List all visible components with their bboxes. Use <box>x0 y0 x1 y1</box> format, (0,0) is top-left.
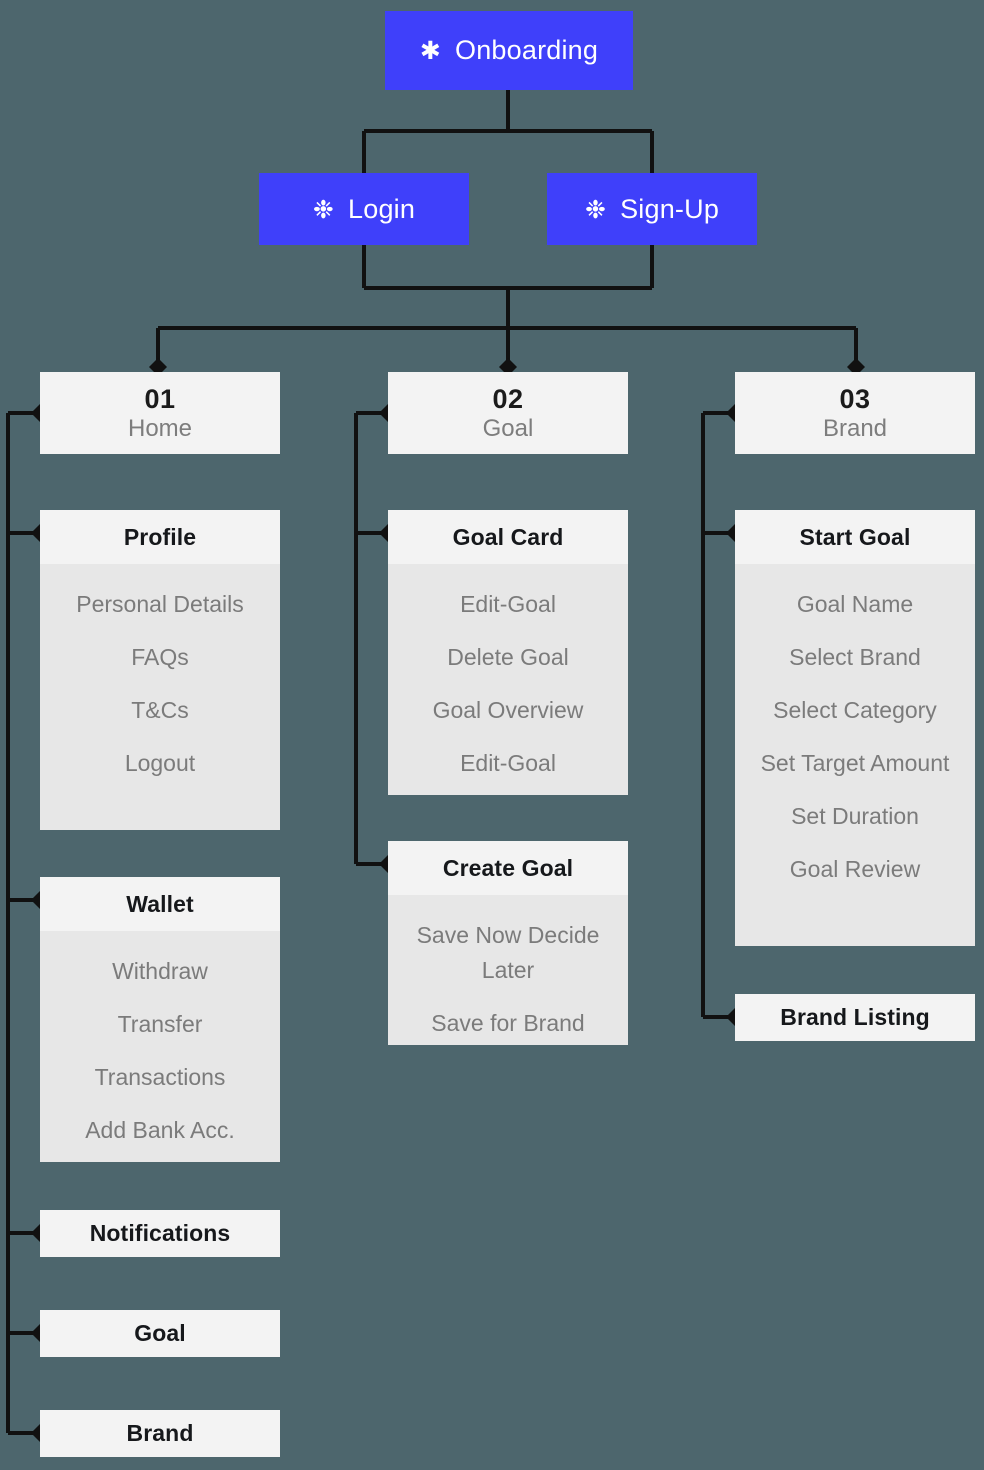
section-02-number: 02 <box>492 383 524 414</box>
section-01-number: 01 <box>144 383 176 414</box>
asterisk-icon: ✱ <box>419 37 442 65</box>
list-item[interactable]: Personal Details <box>76 591 244 617</box>
list-item[interactable]: Transactions <box>94 1063 226 1090</box>
snowflake-icon: ❉ <box>584 195 607 224</box>
section-03-name: Brand <box>822 414 888 442</box>
list-item[interactable]: Save for Brand <box>431 1009 585 1036</box>
node-onboarding[interactable]: ✱ Onboarding <box>385 11 633 90</box>
card-start-goal-title: Start Goal <box>735 510 975 564</box>
list-item[interactable]: Add Bank Acc. <box>85 1116 235 1143</box>
card-wallet-items: Withdraw Transfer Transactions Add Bank … <box>40 931 280 1173</box>
node-signup-label: Sign-Up <box>620 193 720 224</box>
node-login-label: Login <box>348 193 416 224</box>
list-item[interactable]: Goal Name <box>796 591 914 617</box>
card-home-brand[interactable]: Brand <box>40 1410 280 1457</box>
list-item[interactable]: Set Target Amount <box>760 749 950 776</box>
node-onboarding-label: Onboarding <box>455 35 599 65</box>
card-goal-card-items: Edit-Goal Delete Goal Goal Overview Edit… <box>388 564 628 806</box>
card-create-goal-title: Create Goal <box>388 841 628 895</box>
list-item[interactable]: Edit-Goal <box>460 591 556 617</box>
list-item[interactable]: Goal Overview <box>432 696 584 723</box>
list-item[interactable]: Delete Goal <box>447 643 569 670</box>
card-create-goal-items: Save Now Decide Later Save for Brand <box>388 895 628 1066</box>
list-item[interactable]: Edit-Goal <box>460 749 556 776</box>
list-item[interactable]: Set Duration <box>791 802 919 829</box>
section-03-number: 03 <box>839 383 871 414</box>
card-create-goal[interactable]: Create Goal Save Now Decide Later Save f… <box>388 841 628 1045</box>
card-wallet-title: Wallet <box>40 877 280 931</box>
section-header-03[interactable]: 03 Brand <box>735 372 975 454</box>
section-header-01[interactable]: 01 Home <box>40 372 280 454</box>
card-profile-items: Personal Details FAQs T&Cs Logout <box>40 564 280 830</box>
card-home-goal-title: Goal <box>134 1320 186 1346</box>
card-profile[interactable]: Profile Personal Details FAQs T&Cs Logou… <box>40 510 280 830</box>
card-brand-listing-title: Brand Listing <box>780 1004 930 1030</box>
section-02-name: Goal <box>482 414 534 442</box>
card-goal-card-title: Goal Card <box>388 510 628 564</box>
list-item[interactable]: Select Brand <box>789 643 921 670</box>
card-start-goal[interactable]: Start Goal Goal Name Select Brand Select… <box>735 510 975 946</box>
list-item[interactable]: Save Now Decide Later <box>416 922 600 983</box>
node-signup[interactable]: ❉ Sign-Up <box>547 173 757 245</box>
list-item[interactable]: FAQs <box>131 643 189 670</box>
node-login[interactable]: ❉ Login <box>259 173 469 245</box>
card-start-goal-items: Goal Name Select Brand Select Category S… <box>735 564 975 946</box>
card-brand-listing[interactable]: Brand Listing <box>735 994 975 1041</box>
card-wallet[interactable]: Wallet Withdraw Transfer Transactions Ad… <box>40 877 280 1162</box>
list-item[interactable]: Transfer <box>117 1010 203 1037</box>
snowflake-icon: ❉ <box>312 195 335 224</box>
card-home-goal[interactable]: Goal <box>40 1310 280 1357</box>
card-home-brand-title: Brand <box>126 1420 194 1446</box>
list-item[interactable]: T&Cs <box>131 696 189 723</box>
list-item[interactable]: Select Category <box>773 696 937 723</box>
list-item[interactable]: Goal Review <box>789 855 921 882</box>
list-item[interactable]: Withdraw <box>112 958 208 984</box>
card-profile-title: Profile <box>40 510 280 564</box>
section-header-02[interactable]: 02 Goal <box>388 372 628 454</box>
list-item[interactable]: Logout <box>124 749 196 776</box>
card-notifications[interactable]: Notifications <box>40 1210 280 1257</box>
card-goal-card[interactable]: Goal Card Edit-Goal Delete Goal Goal Ove… <box>388 510 628 795</box>
card-notifications-title: Notifications <box>89 1220 231 1246</box>
section-01-name: Home <box>127 414 193 442</box>
